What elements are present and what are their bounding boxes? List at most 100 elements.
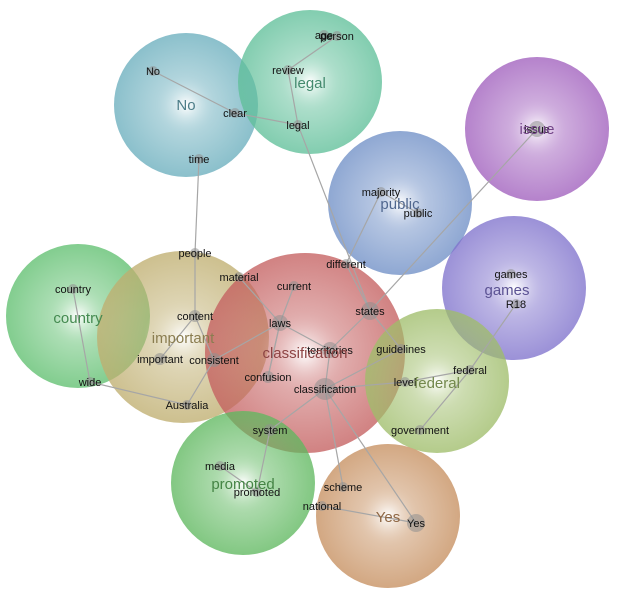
edge-media-promoted_w: [219, 465, 258, 493]
edge-content-consistent: [194, 315, 215, 361]
word-node-dot: [465, 365, 475, 375]
word-node-material: material: [219, 272, 259, 284]
word-node-label: federal: [453, 365, 487, 377]
word-node-national: national: [303, 501, 341, 513]
word-node-label: consistent: [189, 355, 239, 367]
word-node-label: legal: [286, 120, 309, 132]
edge-majority-public_w: [380, 191, 419, 214]
word-node-dot: [413, 208, 423, 218]
topic-label-federal: federal: [414, 375, 460, 392]
edge-level-federal_w: [404, 369, 471, 383]
word-node-label: scheme: [324, 482, 363, 494]
topic-label-public: public: [380, 196, 420, 213]
word-node-dot: [415, 425, 425, 435]
edge-review-legal_w: [287, 69, 299, 126]
word-node-classification_w: classification: [294, 378, 356, 400]
edge-legal_w-states: [297, 124, 371, 312]
word-node-label: public: [404, 208, 433, 220]
edge-classification_w-level: [324, 381, 406, 390]
word-node-dot: [189, 310, 201, 322]
word-node-label: promoted: [234, 487, 280, 499]
word-node-public_w: public: [404, 208, 433, 220]
edge-majority-different: [345, 191, 382, 265]
edge-issue_w-states: [369, 128, 538, 312]
word-node-label: Australia: [166, 400, 210, 412]
word-node-dot: [272, 315, 288, 331]
word-node-label: media: [205, 461, 236, 473]
word-node-dot: [376, 187, 386, 197]
edge-classification_w-Yes_w: [324, 388, 417, 524]
word-node-dot: [314, 378, 336, 400]
word-node-dot: [341, 259, 351, 269]
word-node-dot: [264, 424, 276, 436]
word-node-label: current: [277, 281, 311, 293]
word-node-media: media: [205, 461, 236, 473]
word-node-dot: [148, 66, 158, 76]
edge-federal_w-government: [419, 369, 471, 431]
word-node-review: review: [272, 65, 304, 77]
word-node-legal_w: legal: [286, 120, 310, 132]
word-node-label: issue: [524, 124, 550, 136]
word-node-dot: [289, 281, 299, 291]
word-node-dot: [234, 272, 244, 282]
word-node-label: level: [394, 377, 417, 389]
edge-national-Yes_w: [321, 505, 417, 524]
word-node-different: different: [326, 259, 366, 271]
edge-R18-federal_w: [469, 303, 517, 371]
edge-consistent-Australia: [186, 359, 215, 406]
word-node-scheme: scheme: [324, 482, 363, 494]
edge-time-people: [194, 158, 200, 254]
topic-label-yes: Yes: [376, 509, 400, 526]
word-node-territories: territories: [307, 342, 353, 358]
word-node-label: review: [272, 65, 304, 77]
word-node-dot: [182, 400, 192, 410]
word-node-label: Yes: [407, 518, 425, 530]
edge-confusion-laws: [267, 322, 281, 378]
edge-guidelines-classification_w: [324, 348, 402, 390]
word-node-dot: [511, 299, 521, 309]
word-node-label: time: [189, 154, 210, 166]
edge-country_w-wide: [72, 288, 91, 383]
word-node-dot: [68, 284, 78, 294]
word-node-time: time: [189, 154, 210, 166]
topic-label-classification: classification: [262, 345, 347, 362]
word-node-label: age: [315, 30, 333, 42]
word-node-level: level: [394, 377, 417, 389]
word-node-label: material: [219, 272, 258, 284]
word-node-dot: [317, 501, 327, 511]
word-node-consistent: consistent: [189, 353, 239, 367]
word-node-label: government: [391, 425, 449, 437]
word-node-dot: [338, 482, 348, 492]
word-node-r18: R18: [506, 299, 526, 311]
edge-No_w-clear: [152, 70, 236, 114]
word-node-dot: [332, 31, 342, 41]
topic-label-no: No: [176, 97, 195, 114]
word-node-confusion: confusion: [244, 371, 292, 384]
topic-label-games: games: [484, 282, 529, 299]
edge-classification_w-system: [269, 388, 326, 431]
word-nodes: agepersonreviewNoclearlegaltimeissuemajo…: [55, 30, 550, 532]
topic-bubble-yes: [316, 444, 460, 588]
word-node-dot: [506, 269, 516, 279]
word-node-label: territories: [307, 345, 353, 357]
word-node-no_w: No: [146, 66, 160, 78]
word-node-dot: [319, 30, 329, 40]
word-node-label: classification: [294, 384, 356, 396]
word-node-current: current: [277, 281, 311, 293]
edge-scheme-classification_w: [324, 388, 344, 488]
word-node-majority: majority: [362, 187, 401, 199]
word-node-clear: clear: [223, 108, 247, 120]
word-node-label: different: [326, 259, 366, 271]
word-node-dot: [322, 342, 338, 358]
word-node-label: majority: [362, 187, 401, 199]
edge-system-promoted_w: [256, 429, 271, 493]
word-node-label: laws: [269, 318, 292, 330]
topic-bubble-classification: [205, 253, 405, 453]
topic-labels: Nolegalissuepublicgamescountryimportantc…: [53, 75, 554, 526]
word-node-label: games: [494, 269, 528, 281]
word-node-dot: [194, 154, 204, 164]
word-node-dot: [154, 353, 166, 365]
word-node-system: system: [253, 424, 287, 437]
topic-label-issue: issue: [519, 121, 554, 138]
